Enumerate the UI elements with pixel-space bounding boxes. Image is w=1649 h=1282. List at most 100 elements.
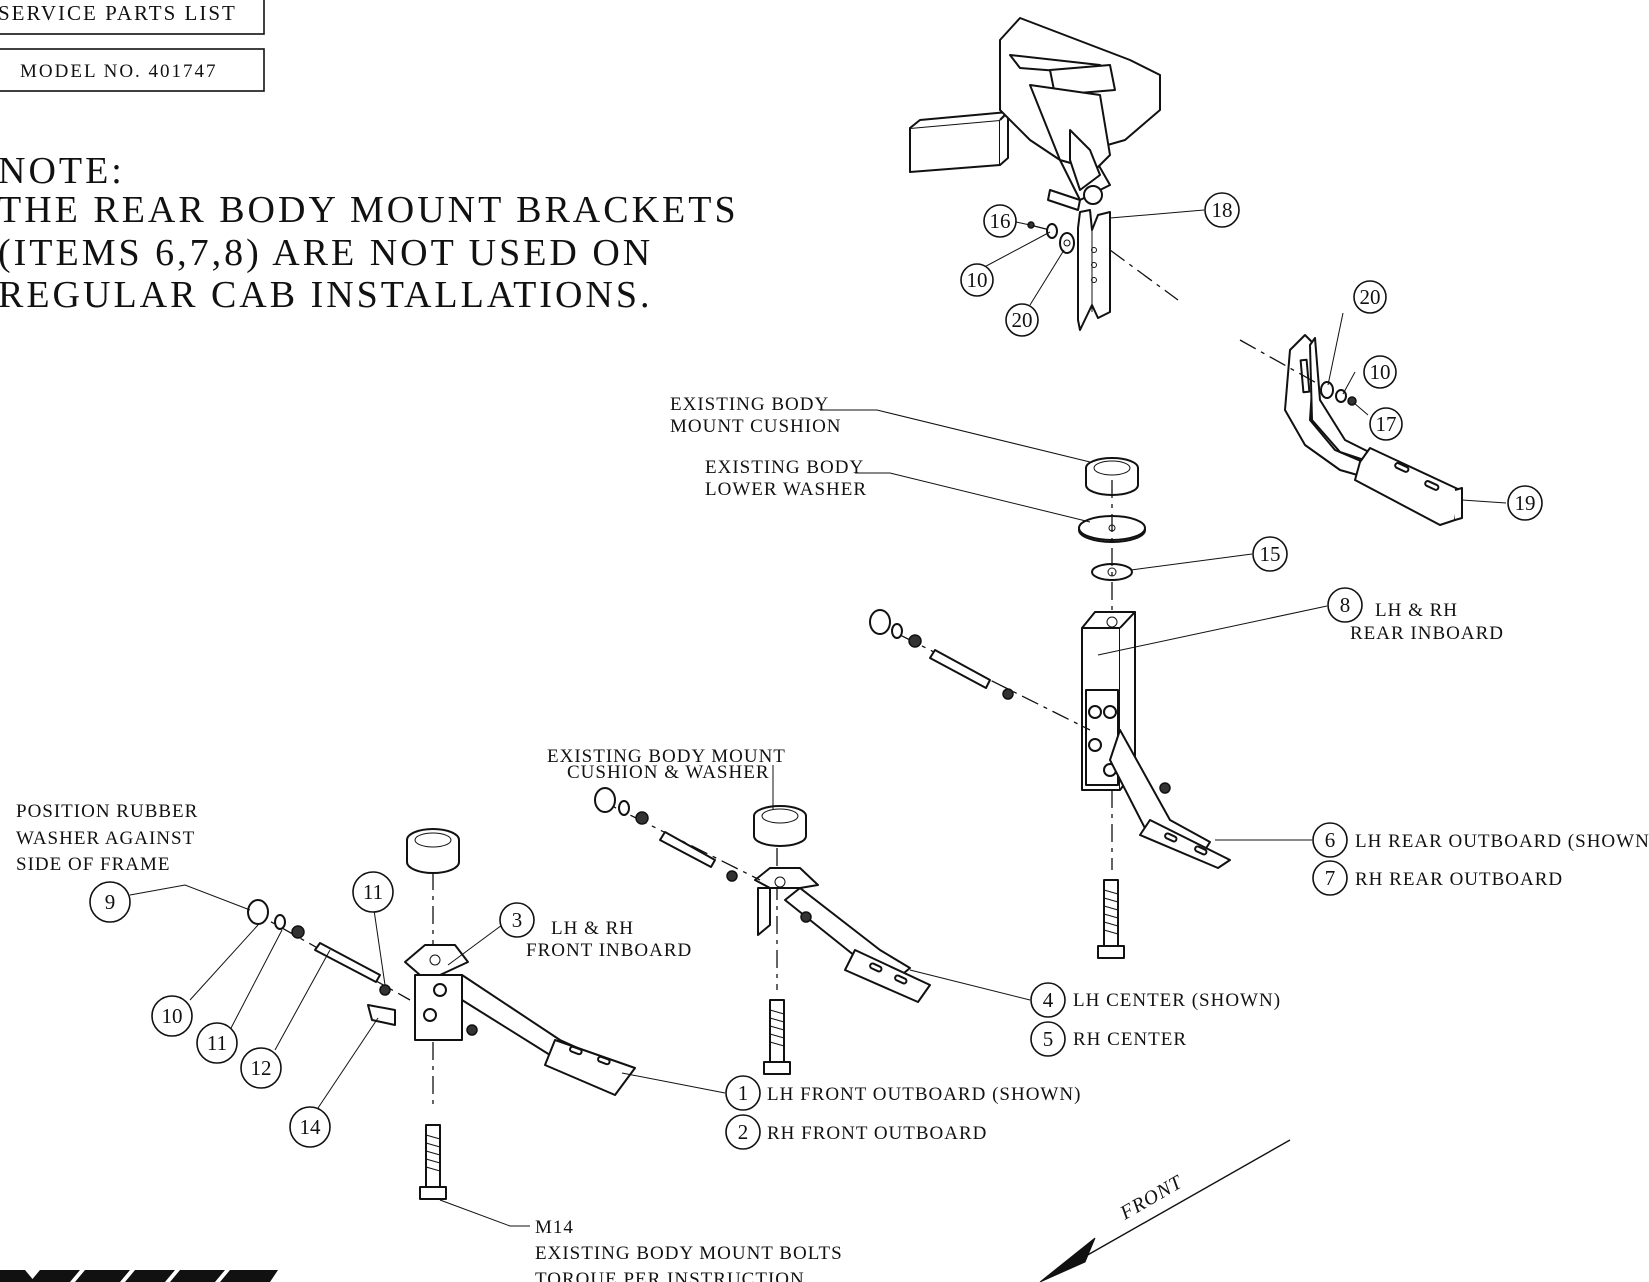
svg-text:2: 2 [738,1120,749,1144]
item8-label-1: LH & RH [1375,600,1458,621]
washer-label-2: LOWER WASHER [705,479,867,500]
rear-cushion-stack [1078,457,1146,610]
note-heading: NOTE: [0,150,125,192]
item6-label: LH REAR OUTBOARD (SHOWN) [1355,831,1649,852]
callout-18: 18 [1204,192,1240,228]
cushion-label-1: EXISTING BODY [670,394,829,415]
callout-11-upper: 11 [352,871,394,913]
callout-10-right: 10 [1363,355,1397,389]
bracket-19 [1239,334,1463,526]
bracket-3 [404,944,469,1041]
callout-4: 4 [1030,982,1066,1018]
svg-text:5: 5 [1043,1027,1054,1051]
svg-text:20: 20 [1360,285,1381,309]
arrow-head-icon [1039,1237,1096,1282]
callout-9: 9 [89,881,131,923]
callout-5: 5 [1030,1021,1066,1057]
callout-11-lower: 11 [196,1022,238,1064]
item7-label: RH REAR OUTBOARD [1355,869,1563,890]
front-body-mount-bolt [419,1124,447,1200]
leader-lines [129,209,1507,1227]
bolts-label-1: M14 [535,1217,574,1238]
item9-label-3: SIDE OF FRAME [16,854,170,875]
svg-text:7: 7 [1325,866,1336,890]
callout-bubbles: 16 10 20 18 20 10 17 19 15 8 6 7 4 5 3 1… [89,192,1543,1150]
center-cushion-label-2: CUSHION & WASHER [567,762,770,783]
title-block: SERVICE PARTS LIST MODEL NO. 401747 [0,0,265,92]
item9-label-1: POSITION RUBBER [16,801,198,822]
note-line-2: (ITEMS 6,7,8) ARE NOT USED ON [0,232,653,274]
svg-text:16: 16 [990,209,1011,233]
center-hardware-row [594,787,761,882]
callout-17: 17 [1369,407,1403,441]
cushion-label-2: MOUNT CUSHION [670,416,842,437]
bracket-6 [1109,729,1231,869]
svg-text:10: 10 [967,268,988,292]
service-parts-list-title: SERVICE PARTS LIST [0,1,237,25]
note-line-3: REGULAR CAB INSTALLATIONS. [0,274,652,316]
bracket-14 [367,1004,396,1026]
item3-label-2: FRONT INBOARD [526,940,692,961]
part-labels: EXISTING BODY MOUNT CUSHION EXISTING BOD… [16,394,1649,1282]
item2-label: RH FRONT OUTBOARD [767,1123,987,1144]
svg-text:20: 20 [1012,308,1033,332]
item5-label: RH CENTER [1073,1029,1187,1050]
item1-label: LH FRONT OUTBOARD (SHOWN) [767,1084,1081,1105]
svg-text:15: 15 [1260,542,1281,566]
rear-hardware-row [869,609,1091,731]
callout-1: 1 [725,1075,761,1111]
svg-text:11: 11 [363,880,383,904]
callout-20-right: 20 [1353,280,1387,314]
center-body-mount-bolt [763,999,791,1075]
bracket-18 [1077,209,1179,331]
callout-12: 12 [240,1047,282,1089]
svg-text:1: 1 [738,1081,749,1105]
item4-label: LH CENTER (SHOWN) [1073,990,1281,1011]
callout-7: 7 [1312,860,1348,896]
front-label: FRONT [1116,1171,1188,1225]
service-parts-list-box [0,0,265,35]
svg-text:17: 17 [1376,412,1397,436]
bolts-label-2: EXISTING BODY MOUNT BOLTS [535,1243,843,1264]
front-hardware-row [247,899,411,1026]
item9-label-2: WASHER AGAINST [16,828,195,849]
callout-16: 16 [983,204,1017,238]
svg-text:10: 10 [1370,360,1391,384]
callout-2: 2 [725,1114,761,1150]
svg-text:10: 10 [162,1004,183,1028]
svg-text:12: 12 [251,1056,272,1080]
svg-text:11: 11 [207,1031,227,1055]
callout-19: 19 [1507,485,1543,521]
callout-20-top: 20 [1005,303,1039,337]
brand-logo [0,1270,278,1282]
callout-14: 14 [289,1106,331,1148]
center-cushion-label-1: EXISTING BODY MOUNT [547,746,786,767]
model-number: MODEL NO. 401747 [20,61,218,82]
callout-10-top: 10 [960,263,994,297]
callout-8: 8 [1327,587,1363,623]
svg-text:18: 18 [1212,198,1233,222]
svg-text:14: 14 [300,1115,322,1139]
center-cushion [753,805,807,990]
svg-text:6: 6 [1325,828,1336,852]
bolts-label-3: TORQUE PER INSTRUCTION [535,1269,805,1282]
callout-15: 15 [1252,536,1288,572]
front-direction-arrow: FRONT [1039,1139,1291,1282]
bracket-4 [754,867,931,1003]
callout-10-left: 10 [151,995,193,1037]
callout-3: 3 [499,902,535,938]
fastener-stack-16-10-20 [1027,221,1075,254]
model-number-box [0,48,265,92]
item3-label-1: LH & RH [551,918,634,939]
svg-text:8: 8 [1340,593,1351,617]
bracket-8 [1081,611,1136,870]
svg-text:19: 19 [1515,491,1536,515]
rear-body-mount-bolt [1097,879,1125,959]
svg-text:9: 9 [105,890,116,914]
svg-text:3: 3 [512,908,523,932]
installation-note: NOTE: THE REAR BODY MOUNT BRACKETS (ITEM… [0,150,739,316]
item8-label-2: REAR INBOARD [1350,623,1504,644]
note-line-1: THE REAR BODY MOUNT BRACKETS [0,189,739,231]
washer-label-1: EXISTING BODY [705,457,864,478]
